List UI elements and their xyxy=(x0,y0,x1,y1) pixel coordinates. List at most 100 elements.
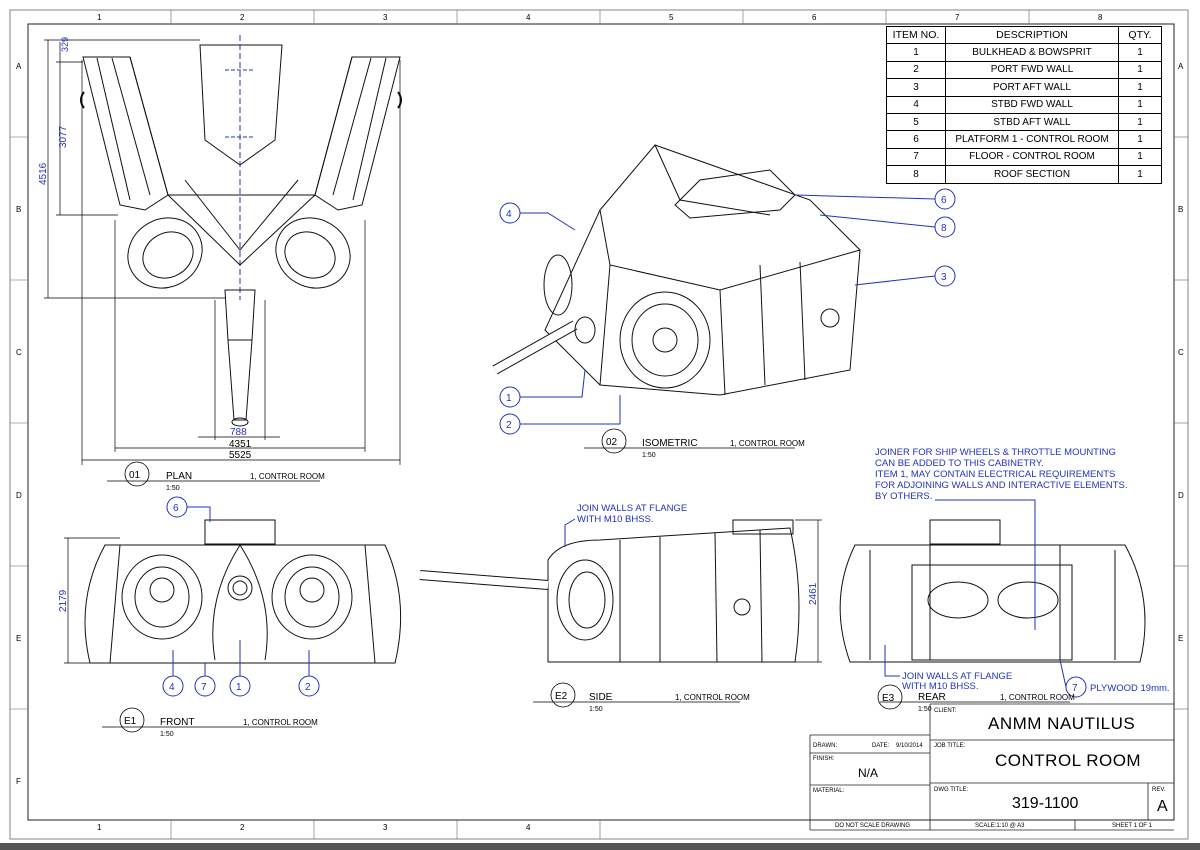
note-join-rear-2: WITH M10 BHSS. xyxy=(902,681,979,692)
zone-bottom-col-4: 4 xyxy=(526,823,531,832)
balloon-front-1-label: 1 xyxy=(236,682,242,693)
zone-col-7: 7 xyxy=(955,13,960,22)
header-item-no: ITEM NO. xyxy=(886,25,946,45)
item-desc-cell: STBD FWD WALL xyxy=(945,95,1119,114)
rev-value: A xyxy=(1157,798,1168,815)
zone-ticks xyxy=(10,10,1188,839)
side-view-scale: 1:50 xyxy=(589,706,603,713)
zone-col-1: 1 xyxy=(97,13,102,22)
dim-front-height: 2179 xyxy=(58,589,69,612)
inner-border xyxy=(27,23,1175,821)
zone-row-c-right: C xyxy=(1178,348,1184,357)
zone-row-e-left: E xyxy=(16,634,22,643)
item-table-header: ITEM NO. DESCRIPTION QTY. xyxy=(886,25,1162,45)
front-view-config: 1, CONTROL ROOM xyxy=(243,718,318,727)
dim-plan-3077: 3077 xyxy=(58,125,69,148)
dwg-title-value: 319-1100 xyxy=(1012,795,1079,812)
job-title-value: CONTROL ROOM xyxy=(995,751,1142,770)
balloon-front-2-label: 2 xyxy=(305,682,311,693)
zone-row-a-right: A xyxy=(1178,62,1184,71)
item-qty-cell: 1 xyxy=(1118,78,1162,97)
balloon-front-6-label: 6 xyxy=(173,503,179,514)
dwg-title-label: DWG TITLE: xyxy=(934,787,969,793)
plan-view-config: 1, CONTROL ROOM xyxy=(250,472,325,481)
item-no-cell: 4 xyxy=(886,95,946,114)
iso-view-id: 02 xyxy=(606,437,618,448)
note-join-rear-1: JOIN WALLS AT FLANGE xyxy=(902,671,1012,682)
front-view xyxy=(84,519,402,664)
front-dims xyxy=(64,537,120,664)
item-desc-cell: PORT FWD WALL xyxy=(945,60,1119,80)
outer-border xyxy=(9,9,1189,840)
item-desc-cell: ROOF SECTION xyxy=(945,165,1119,184)
date-label: DATE: xyxy=(872,743,890,749)
plan-view-id: 01 xyxy=(129,470,141,481)
plan-view-scale: 1:50 xyxy=(166,485,180,492)
item-qty-cell: 1 xyxy=(1118,130,1162,149)
balloon-iso-4-label: 4 xyxy=(506,209,512,220)
item-qty-cell: 1 xyxy=(1118,60,1162,80)
item-qty-cell: 1 xyxy=(1118,95,1162,114)
rev-label: REV. xyxy=(1152,787,1166,793)
title-block-frame xyxy=(809,703,1174,831)
leader-rear-7 xyxy=(1059,659,1067,688)
side-view-id: E2 xyxy=(555,691,568,702)
front-view-scale: 1:50 xyxy=(160,731,174,738)
date-value: 9/10/2014 xyxy=(896,743,923,749)
do-not-scale: DO NOT SCALE DRAWING xyxy=(835,823,911,829)
rear-view-config: 1, CONTROL ROOM xyxy=(1000,693,1075,702)
zone-bottom-col-3: 3 xyxy=(383,823,388,832)
item-no-cell: 2 xyxy=(886,60,946,80)
finish-value: N/A xyxy=(858,766,879,780)
zone-col-6: 6 xyxy=(812,13,817,22)
zone-col-5: 5 xyxy=(669,13,674,22)
client-value: ANMM NAUTILUS xyxy=(988,714,1136,733)
note-plywood: PLYWOOD 19mm. xyxy=(1090,683,1170,694)
rear-view-id: E3 xyxy=(882,693,895,704)
leader-join-rear xyxy=(884,645,900,677)
item-desc-cell: PORT AFT WALL xyxy=(945,78,1119,97)
iso-view-name: ISOMETRIC xyxy=(642,438,698,449)
zone-row-f-left: F xyxy=(16,777,21,786)
iso-balloons xyxy=(499,188,956,435)
note-joiner-3: ITEM 1, MAY CONTAIN ELECTRICAL REQUIREME… xyxy=(875,469,1115,480)
item-desc-cell: PLATFORM 1 - CONTROL ROOM xyxy=(945,130,1119,149)
balloon-iso-1-label: 1 xyxy=(506,393,512,404)
item-qty-cell: 1 xyxy=(1118,112,1162,132)
balloon-iso-6-label: 6 xyxy=(941,195,947,206)
zone-row-b-left: B xyxy=(16,205,22,214)
note-joiner-2: CAN BE ADDED TO THIS CABINETRY. xyxy=(875,458,1044,469)
rear-view xyxy=(839,519,1146,663)
dim-plan-4516: 4516 xyxy=(38,162,49,185)
zone-row-a-left: A xyxy=(16,62,22,71)
side-dims xyxy=(795,519,822,663)
balloon-iso-8-label: 8 xyxy=(941,223,947,234)
scale-text: SCALE:1:10 @ A3 xyxy=(975,823,1025,829)
side-view-name: SIDE xyxy=(589,692,613,703)
zone-row-d-left: D xyxy=(16,491,22,500)
note-join-side-1: JOIN WALLS AT FLANGE xyxy=(577,503,687,514)
zone-row-e-right: E xyxy=(1178,634,1184,643)
balloon-iso-3-label: 3 xyxy=(941,272,947,283)
zone-row-b-right: B xyxy=(1178,205,1184,214)
zone-col-8: 8 xyxy=(1098,13,1103,22)
front-balloons xyxy=(162,496,320,697)
item-no-cell: 8 xyxy=(886,165,946,184)
dim-plan-5525: 5525 xyxy=(229,450,252,461)
rear-view-name: REAR xyxy=(918,692,946,703)
iso-view-config: 1, CONTROL ROOM xyxy=(730,439,805,448)
balloon-front-4-label: 4 xyxy=(169,682,175,693)
balloon-iso-2-label: 2 xyxy=(506,420,512,431)
dim-plan-329: 329 xyxy=(60,37,70,52)
zone-col-3: 3 xyxy=(383,13,388,22)
rear-view-scale: 1:50 xyxy=(918,706,932,713)
front-view-name: FRONT xyxy=(160,717,194,728)
header-qty: QTY. xyxy=(1118,25,1162,45)
item-desc-cell: BULKHEAD & BOWSPRIT xyxy=(945,43,1119,62)
